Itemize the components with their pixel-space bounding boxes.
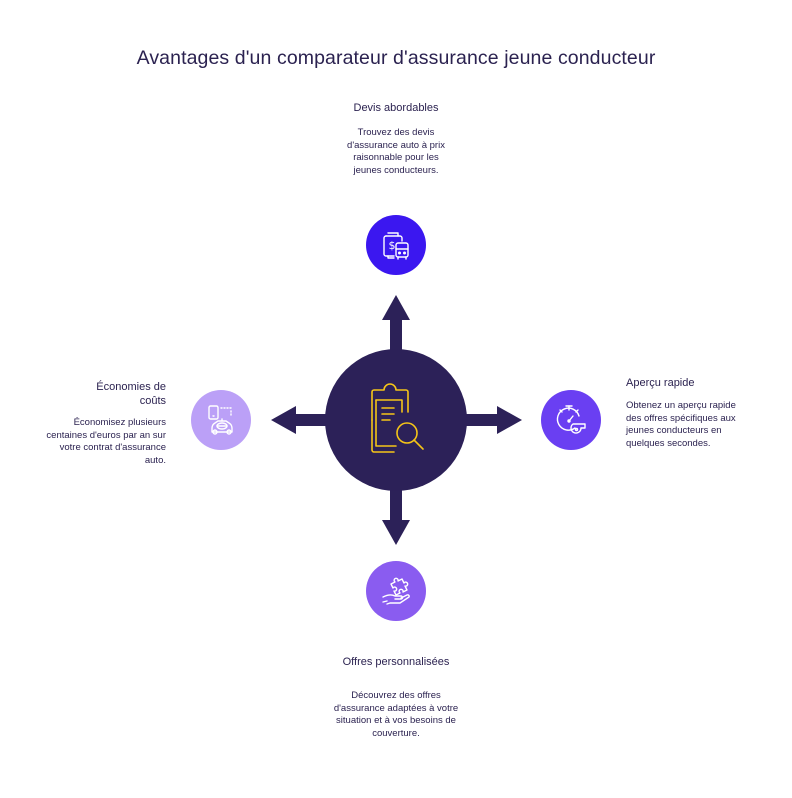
node-left-circle: [191, 390, 251, 450]
node-right-circle: [541, 390, 601, 450]
node-top-circle: $: [366, 215, 426, 275]
stopwatch-whistle-icon: [556, 405, 586, 434]
node-bottom-circle: [366, 561, 426, 621]
diagram-title: Avantages d'un comparateur d'assurance j…: [136, 47, 656, 69]
hub-circle: [325, 349, 467, 491]
node-top-title: Devis abordables: [353, 102, 439, 114]
arrow-up-shaft: [390, 318, 402, 358]
arrows: [271, 295, 522, 545]
svg-text:$: $: [389, 239, 396, 252]
node-bottom-title: Offres personnalisées: [342, 656, 450, 668]
wallet-bus-icon: $: [383, 232, 409, 260]
node-bottom-description: Découvrez des offres d'assurance adaptée…: [333, 690, 459, 739]
arrow-down-head: [382, 520, 410, 545]
node-left-description: Économisez plusieurs centaines d'euros p…: [46, 417, 166, 466]
node-right-title: Aperçu rapide: [626, 377, 695, 389]
node-right-description: Obtenez un aperçu rapide des offres spéc…: [626, 400, 736, 449]
arrow-right-head: [497, 406, 522, 434]
phone-car-icon: [208, 405, 233, 435]
arrow-down-shaft: [390, 482, 402, 524]
node-left-title: Économies de coûts: [96, 381, 166, 407]
arrow-right-shaft: [456, 414, 502, 426]
arrow-up-head: [382, 295, 410, 320]
hand-puzzle-icon: [382, 577, 410, 605]
arrow-left-shaft: [292, 414, 336, 426]
node-top-description: Trouvez des devis d'assurance auto à pri…: [347, 127, 445, 176]
clipboard-search-icon: [371, 383, 424, 453]
arrow-left-head: [271, 406, 296, 434]
